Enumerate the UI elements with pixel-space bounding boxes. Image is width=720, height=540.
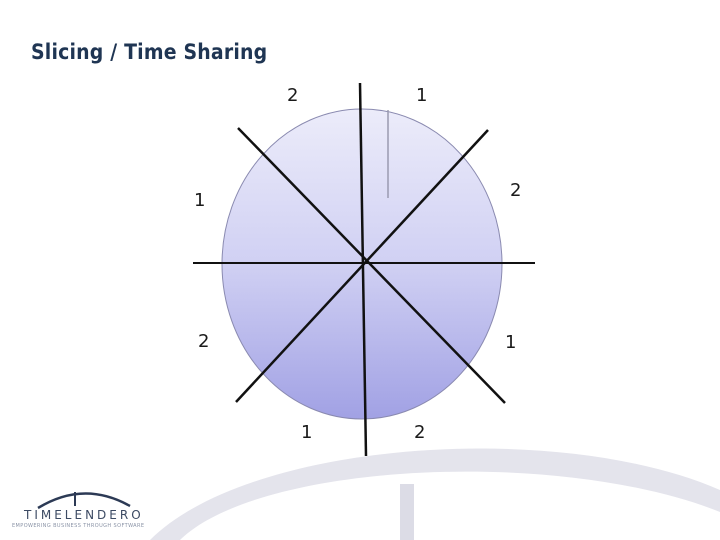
slice-label: 2 xyxy=(414,422,425,443)
slice-label: 2 xyxy=(510,180,521,201)
footer-post xyxy=(400,484,414,540)
slice-label: 1 xyxy=(301,422,312,443)
brand-logo-arc xyxy=(37,492,131,510)
footer-arc xyxy=(150,448,720,540)
slice-label: 1 xyxy=(416,85,427,106)
slice-label: 1 xyxy=(505,332,516,353)
divider-diagonal-ascending xyxy=(235,129,489,403)
slice-label: 1 xyxy=(194,190,205,211)
divider-diagonal-descending xyxy=(237,127,506,404)
brand-tagline: EMPOWERING BUSINESS THROUGH SOFTWARE xyxy=(12,523,145,529)
slice-label: 2 xyxy=(198,331,209,352)
slice-label: 2 xyxy=(287,85,298,106)
divider-vertical xyxy=(358,82,368,457)
slide-title: Slicing / Time Sharing xyxy=(31,40,268,64)
brand-logo: TIMELENDERO xyxy=(24,508,144,522)
